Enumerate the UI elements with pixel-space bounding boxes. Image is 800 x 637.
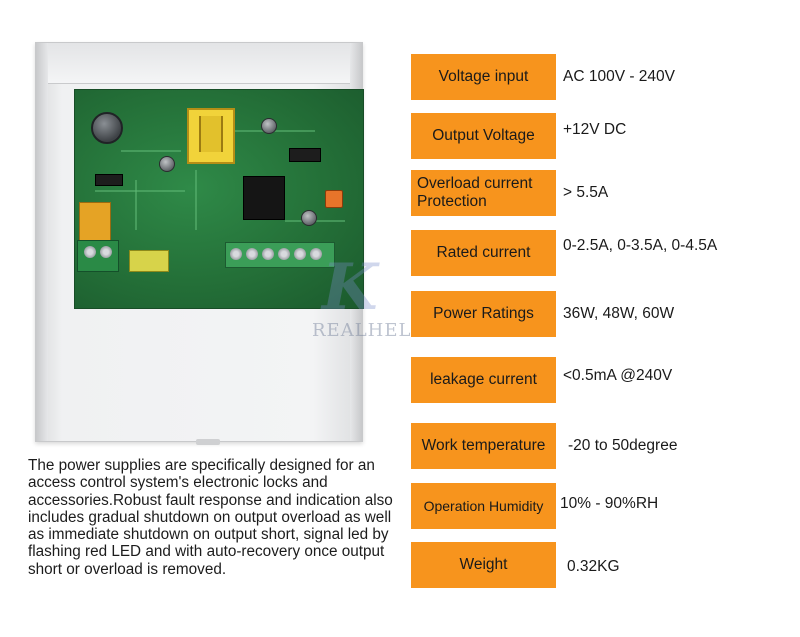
spec-row-weight: Weight 0.32KG — [411, 542, 791, 588]
fuse-holder — [79, 202, 111, 242]
spec-row-rated-current: Rated current 0-2.5A, 0-3.5A, 0-4.5A — [411, 230, 791, 276]
input-terminal — [77, 240, 119, 272]
spec-label: Operation Humidity — [411, 483, 556, 529]
spec-label: Power Ratings — [411, 291, 556, 337]
capacitor — [301, 210, 317, 226]
spec-row-voltage-input: Voltage input AC 100V - 240V — [411, 54, 791, 100]
spec-value: 36W, 48W, 60W — [563, 305, 675, 322]
spec-row-work-temperature: Work temperature -20 to 50degree — [411, 423, 791, 469]
spec-label: Overload current Protection — [411, 170, 556, 216]
output-terminal-block — [225, 242, 335, 268]
spec-value: > 5.5A — [563, 184, 609, 201]
capacitor — [159, 156, 175, 172]
spec-label: leakage current — [411, 357, 556, 403]
warning-label — [129, 250, 169, 272]
capacitor — [261, 118, 277, 134]
spec-label: Work temperature — [411, 423, 556, 469]
circuit-board — [74, 89, 364, 309]
enclosure-case — [35, 42, 364, 445]
spec-label: Weight — [411, 542, 556, 588]
enclosure-tab — [196, 439, 220, 445]
enclosure-lid — [36, 43, 362, 84]
brand-watermark-text: REALHELP — [312, 320, 425, 341]
potentiometer — [325, 190, 343, 208]
spec-value: +12V DC — [563, 121, 627, 138]
spec-label: Voltage input — [411, 54, 556, 100]
brand-logo-icon: K — [322, 250, 378, 325]
brand-watermark: K REALHELP — [282, 250, 462, 350]
large-capacitor — [91, 112, 123, 144]
spec-value: AC 100V - 240V — [563, 68, 676, 85]
enclosure-left-rib — [36, 43, 48, 441]
spec-label: Output Voltage — [411, 113, 556, 159]
transformer — [187, 108, 235, 164]
ic-chip — [289, 148, 321, 162]
spec-value: 0-2.5A, 0-3.5A, 0-4.5A — [563, 237, 718, 254]
product-photo — [30, 38, 370, 445]
spec-row-overload-protection: Overload current Protection > 5.5A — [411, 170, 791, 216]
spec-value: -20 to 50degree — [568, 437, 678, 454]
spec-value: 10% - 90%RH — [560, 495, 659, 512]
relay — [243, 176, 285, 220]
spec-value: <0.5mA @240V — [563, 367, 673, 384]
spec-row-leakage-current: leakage current <0.5mA @240V — [411, 357, 791, 403]
spec-row-output-voltage: Output Voltage +12V DC — [411, 113, 791, 159]
product-description: The power supplies are specifically desi… — [28, 457, 393, 578]
spec-label: Rated current — [411, 230, 556, 276]
spec-row-power-ratings: Power Ratings 36W, 48W, 60W — [411, 291, 791, 337]
spec-value: 0.32KG — [567, 558, 620, 575]
spec-row-operation-humidity: Operation Humidity 10% - 90%RH — [411, 483, 791, 529]
ic-chip — [95, 174, 123, 186]
